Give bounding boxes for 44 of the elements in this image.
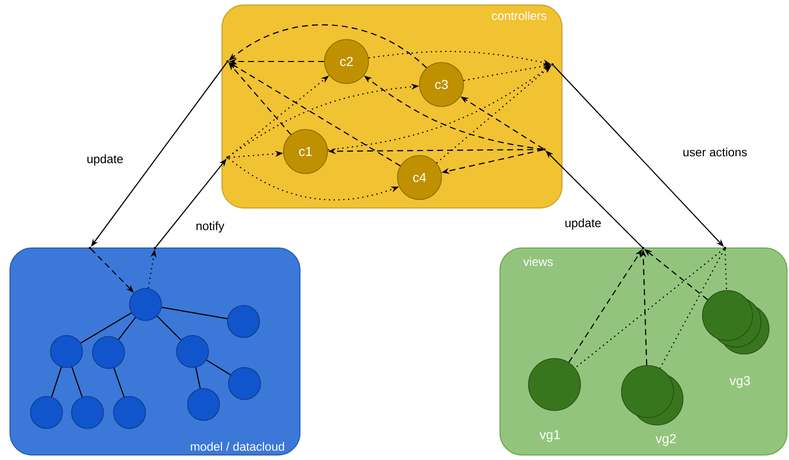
tree-link — [118, 317, 136, 340]
edge-label: user actions — [681, 146, 749, 158]
circle-node: c1 — [283, 129, 328, 174]
tree-link — [71, 366, 83, 398]
edge-label: update — [85, 152, 125, 168]
tree-node — [50, 335, 83, 368]
tree-node — [113, 396, 146, 429]
tree-node — [71, 396, 104, 429]
tree-link — [195, 367, 201, 389]
junction-point — [226, 156, 229, 159]
node-caption: vg3 — [730, 376, 750, 388]
tree-link — [80, 312, 132, 344]
circle-node: c3 — [419, 62, 464, 107]
junction-point — [551, 63, 554, 66]
tree-node — [129, 288, 162, 321]
tree-node — [228, 367, 261, 400]
tree-link — [206, 360, 231, 376]
tree-node — [176, 335, 209, 368]
broken-line — [660, 248, 725, 369]
node-caption: vg1 — [540, 430, 560, 442]
tree-link — [156, 316, 182, 340]
junction-point — [724, 246, 726, 250]
tree-link — [51, 366, 62, 398]
junction-point — [154, 246, 156, 250]
broken-line — [724, 249, 728, 290]
edge-label: update — [563, 216, 603, 232]
tree-link — [113, 368, 125, 398]
circle-node: c2 — [324, 39, 369, 84]
tree-node — [187, 388, 220, 421]
circle-node: c4 — [397, 155, 442, 200]
node-caption: vg2 — [656, 434, 676, 446]
stacked-circles — [702, 290, 770, 354]
broken-line — [574, 248, 724, 368]
stacked-circles — [621, 365, 684, 426]
tree-node — [30, 396, 63, 429]
junction-point — [226, 60, 229, 63]
tree-node — [227, 305, 260, 338]
edge-label: notify — [194, 220, 226, 234]
tree-link — [162, 306, 228, 320]
junction-point — [543, 148, 546, 151]
tree-node — [92, 336, 125, 369]
junction-point — [88, 246, 92, 250]
junction-point — [642, 246, 644, 250]
tree-node — [528, 358, 581, 411]
